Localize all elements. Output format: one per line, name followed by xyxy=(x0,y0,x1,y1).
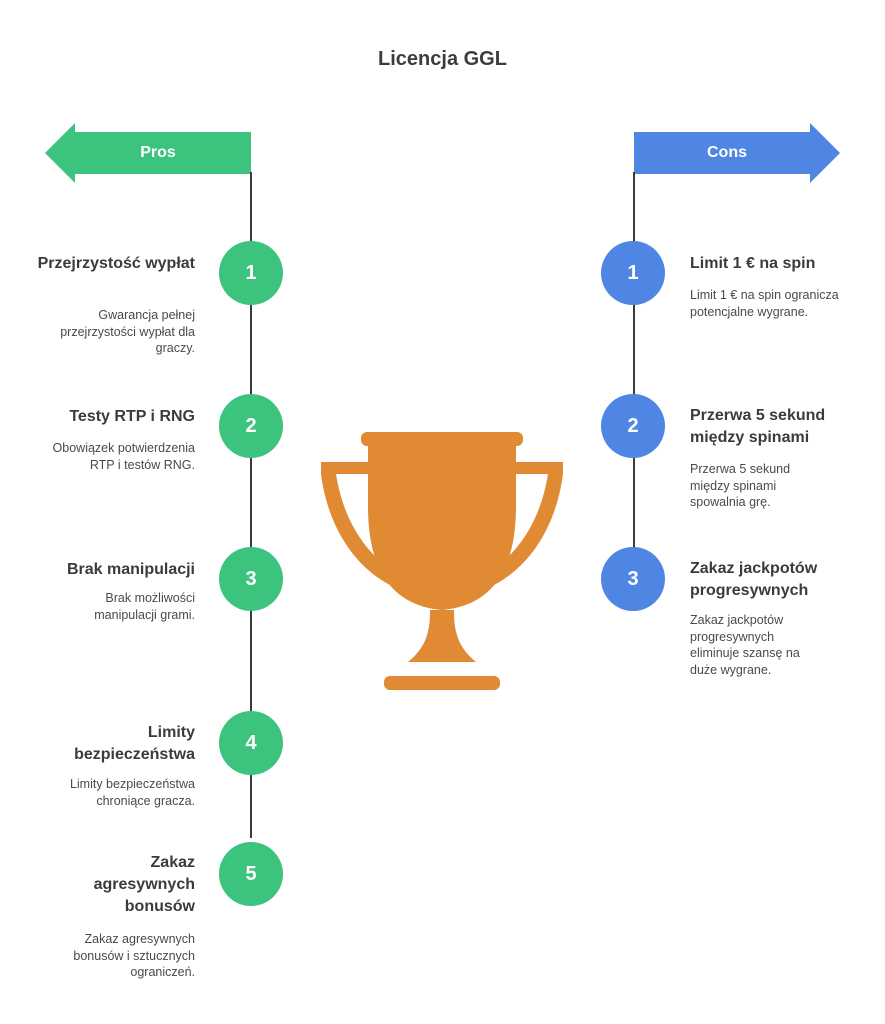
page-title: Licencja GGL xyxy=(378,48,507,70)
trophy-icon xyxy=(321,432,563,690)
step-number-circle: 2 xyxy=(219,394,283,458)
trophy xyxy=(316,428,568,699)
pros-arrow: Pros xyxy=(45,123,251,183)
left-arrow-icon xyxy=(45,123,251,183)
step-number-circle: 2 xyxy=(601,394,665,458)
cons-label: Cons xyxy=(707,144,747,161)
pro-item-title: Limity bezpieczeństwa xyxy=(74,724,195,763)
pro-item-title: Zakaz agresywnych bonusów xyxy=(93,854,195,915)
pro-item-desc: Gwarancja pełnej przejrzystości wypłat d… xyxy=(60,308,195,355)
con-item-desc: Przerwa 5 sekund między spinami spowalni… xyxy=(690,462,791,509)
pro-item-title: Przejrzystość wypłat xyxy=(37,255,195,272)
con-item-desc: Limit 1 € na spin ogranicza potencjalne … xyxy=(690,288,839,319)
con-item-title: Limit 1 € na spin xyxy=(690,255,816,272)
step-number-circle: 3 xyxy=(219,547,283,611)
cons-arrow: Cons xyxy=(634,123,840,183)
con-item-title: Zakaz jackpotów progresywnych xyxy=(690,560,818,599)
pro-item-desc: Brak możliwości manipulacji grami. xyxy=(94,591,195,622)
right-arrow-icon xyxy=(634,123,840,183)
step-number-circle: 1 xyxy=(601,241,665,305)
con-item-title: Przerwa 5 sekund między spinami xyxy=(690,407,826,446)
step-number-circle: 1 xyxy=(219,241,283,305)
con-item-desc: Zakaz jackpotów progresywnych eliminuje … xyxy=(690,613,800,677)
step-number-circle: 5 xyxy=(219,842,283,906)
pro-item-title: Testy RTP i RNG xyxy=(69,408,195,425)
pro-item-desc: Obowiązek potwierdzenia RTP i testów RNG… xyxy=(52,441,195,472)
step-number-circle: 3 xyxy=(601,547,665,611)
cons-timeline xyxy=(633,172,635,552)
pro-item-desc: Zakaz agresywnych bonusów i sztucznych o… xyxy=(73,932,195,979)
step-number-circle: 4 xyxy=(219,711,283,775)
pro-item-title: Brak manipulacji xyxy=(66,561,195,578)
pro-item-desc: Limity bezpieczeństwa chroniące gracza. xyxy=(69,777,195,808)
pros-label: Pros xyxy=(140,144,176,161)
pros-timeline xyxy=(250,172,252,838)
